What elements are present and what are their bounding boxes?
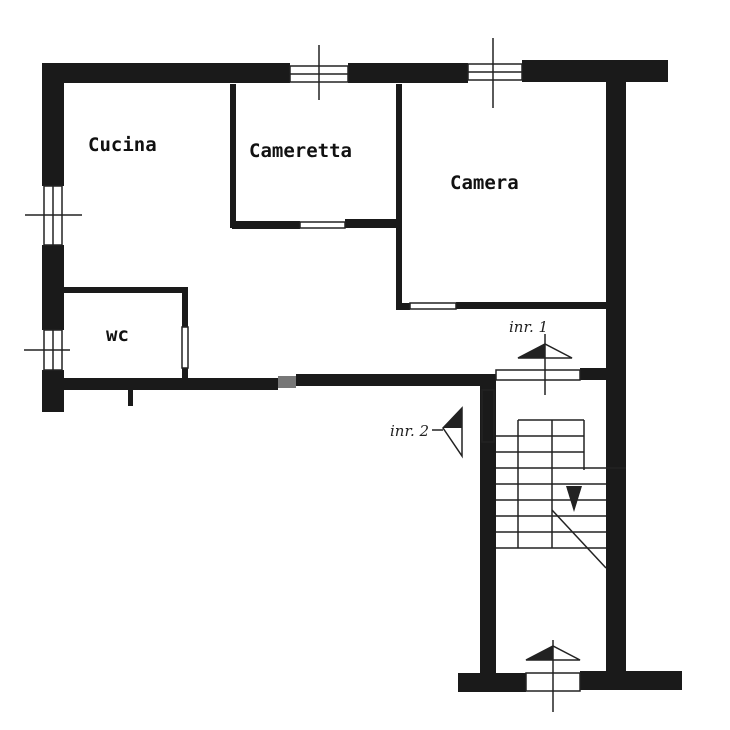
stair-arrow-icon [566,486,582,512]
right-outer-wall [606,82,626,674]
wc-top-wall [64,287,188,293]
windows [24,38,581,712]
camera-bottom-wall-stub [396,303,410,310]
room-label-camera: Camera [450,172,519,194]
entrance-1-label: inr. 1 [509,318,548,336]
wc-right-wall [182,287,188,327]
bottom-wall-left [458,673,526,692]
camera-left-wall [396,84,402,310]
entrance-2-label: inr. 2 [390,422,429,440]
top-wall-right [522,60,668,82]
column [278,376,296,388]
bottom-wall-right [580,671,682,690]
cameretta-bottom-wall-a [232,221,300,229]
wall-stub [128,388,133,406]
left-wall-bottom [42,370,64,412]
entrance-markers [432,334,581,661]
room-label-cucina: Cucina [88,134,157,156]
hall-wall-right [296,374,496,386]
entrance-2-door [481,389,495,443]
hall-wall-left [64,378,278,390]
door-camera [409,302,457,310]
cameretta-left-wall [230,84,236,228]
top-wall-mid [348,63,468,83]
walls [42,60,682,692]
staircase [496,419,626,569]
door-cameretta [299,221,346,229]
top-wall-left [42,63,290,83]
entrance-1-door [495,369,581,381]
left-wall-mid [42,245,64,330]
room-label-cameretta: Cameretta [249,140,352,162]
cameretta-bottom-wall-b [345,219,400,228]
hall-wall-end [580,368,606,380]
room-label-wc: wc [106,324,129,346]
left-wall-top [42,68,64,186]
stair-left-wall [480,380,496,674]
camera-bottom-wall [456,302,606,309]
door-wc [181,326,189,369]
wc-right-wall-b [182,368,188,382]
